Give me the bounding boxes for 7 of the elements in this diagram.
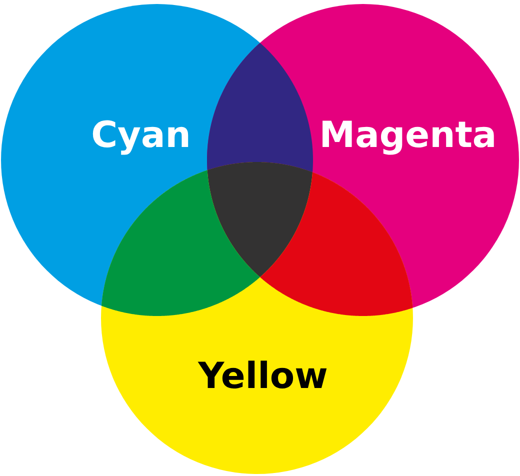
circle-label: Magenta: [319, 116, 497, 156]
overlap-region: [207, 43, 313, 172]
overlap-region: [260, 172, 413, 316]
circle-label: Cyan: [91, 116, 191, 156]
circle-label: Yellow: [198, 357, 328, 397]
overlap-region: [207, 162, 313, 277]
overlap-region: [101, 170, 260, 316]
